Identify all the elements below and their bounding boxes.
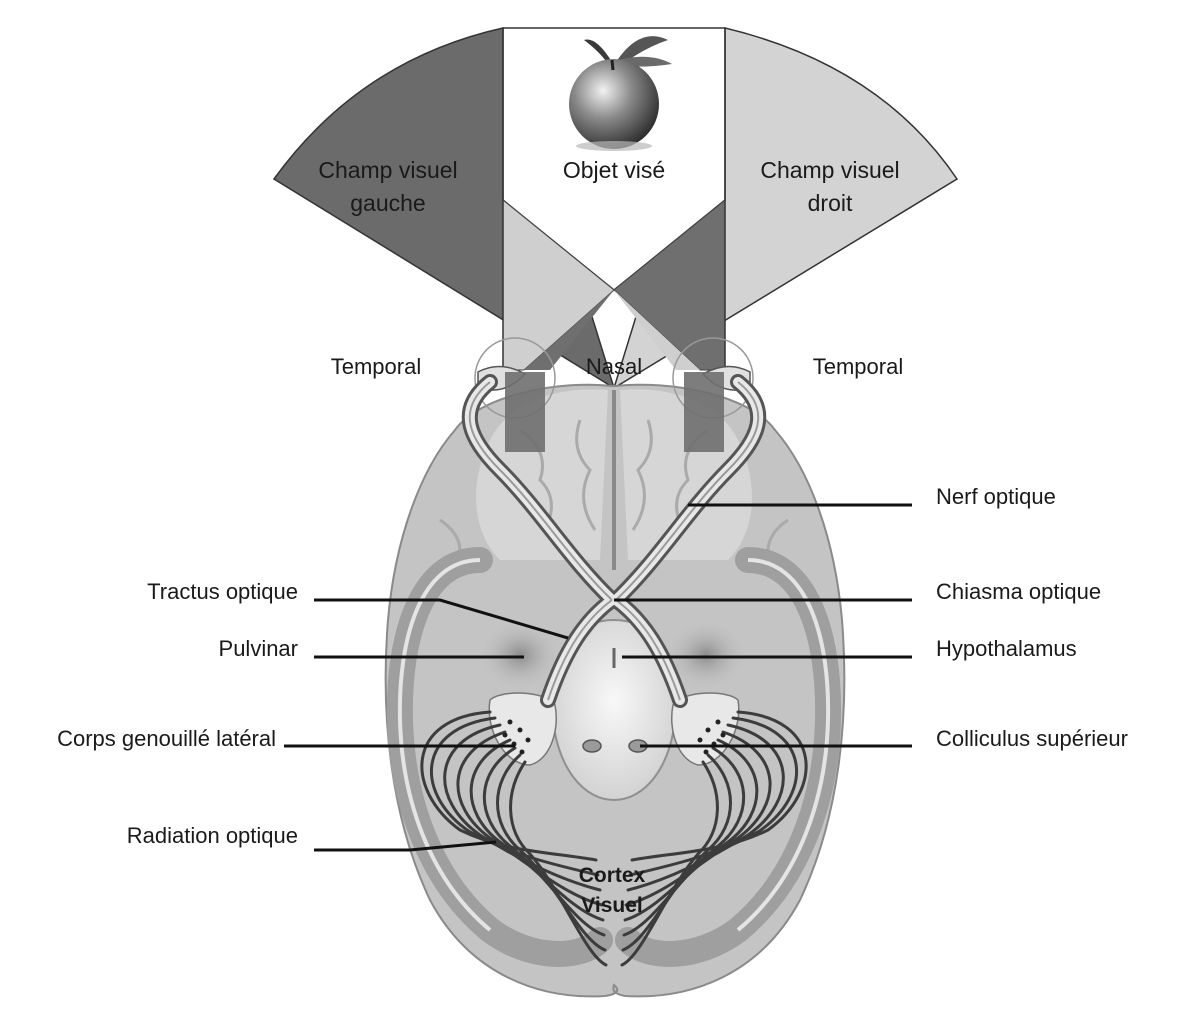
left-colliculus bbox=[583, 740, 601, 752]
left-field-label-line1: Champ visuel bbox=[318, 157, 457, 183]
center-field-label: Objet visé bbox=[563, 157, 665, 183]
pulvinar-label: Pulvinar bbox=[219, 636, 298, 661]
right-field-label-line1: Champ visuel bbox=[760, 157, 899, 183]
temporal-right-label: Temporal bbox=[813, 354, 903, 379]
tractus-optique-label: Tractus optique bbox=[147, 579, 298, 604]
colliculus-superieur-label: Colliculus supérieur bbox=[936, 726, 1128, 751]
chiasma-optique-label: Chiasma optique bbox=[936, 579, 1101, 604]
hypothalamus-label: Hypothalamus bbox=[936, 636, 1077, 661]
right-field-label-line2: droit bbox=[808, 190, 853, 216]
nerf-optique-label: Nerf optique bbox=[936, 484, 1056, 509]
radiation-optique-label: Radiation optique bbox=[127, 823, 298, 848]
left-field-label-line2: gauche bbox=[350, 190, 425, 216]
cortex-label-line1: Cortex bbox=[579, 864, 646, 887]
corps-genouille-label: Corps genouillé latéral bbox=[57, 726, 276, 751]
temporal-left-label: Temporal bbox=[331, 354, 421, 379]
cortex-label-line2: Visuel bbox=[581, 894, 642, 917]
nasal-label: Nasal bbox=[586, 354, 642, 379]
